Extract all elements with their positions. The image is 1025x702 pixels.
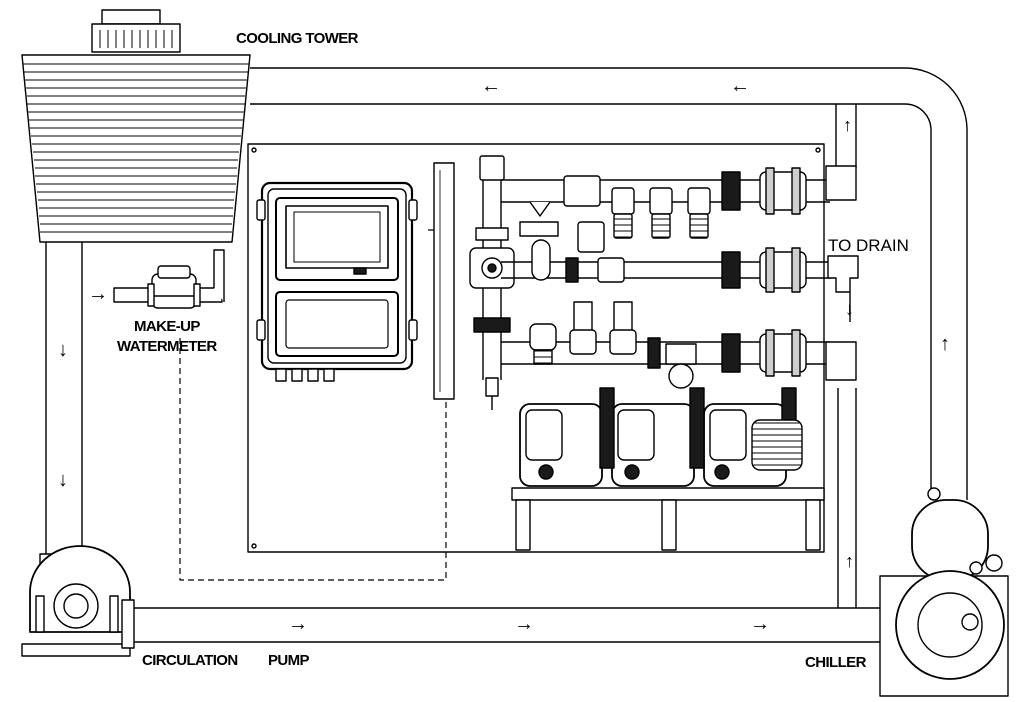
label-watermeter: WATERMETER	[117, 338, 217, 355]
circulation-pump	[21, 545, 135, 657]
label-chiller: CHILLER	[805, 654, 866, 671]
flow-arrow: →	[288, 613, 308, 635]
dosing-pumps	[511, 387, 825, 551]
probe-holder	[433, 162, 455, 400]
flow-arrow: ↓	[58, 469, 68, 491]
flow-arrow: ←	[481, 75, 501, 97]
label-makeup: MAKE-UP	[134, 318, 200, 335]
flow-arrow: ↑	[843, 115, 852, 135]
chiller	[879, 487, 1009, 697]
cooling-tower	[21, 9, 251, 243]
flow-arrow: ←	[730, 75, 750, 97]
supply-pipe	[45, 242, 905, 643]
label-to-drain: TO DRAIN	[828, 236, 909, 255]
flow-arrow: →	[514, 613, 534, 635]
makeup-watermeter	[113, 249, 225, 309]
flow-arrow: →	[88, 283, 108, 305]
label-cooling-tower: COOLING TOWER	[236, 30, 359, 47]
flow-arrow: ↑	[845, 551, 854, 571]
label-pump: PUMP	[268, 652, 310, 669]
flow-arrow: →	[750, 613, 770, 635]
label-circulation: CIRCULATION	[142, 652, 238, 669]
flow-arrow: ↓	[845, 299, 854, 319]
return-pipe	[250, 67, 968, 500]
sample-manifold	[469, 155, 859, 410]
flow-arrow: ↓	[58, 339, 68, 361]
flow-arrow: ↑	[940, 333, 950, 355]
controller-cabinet	[256, 181, 418, 382]
